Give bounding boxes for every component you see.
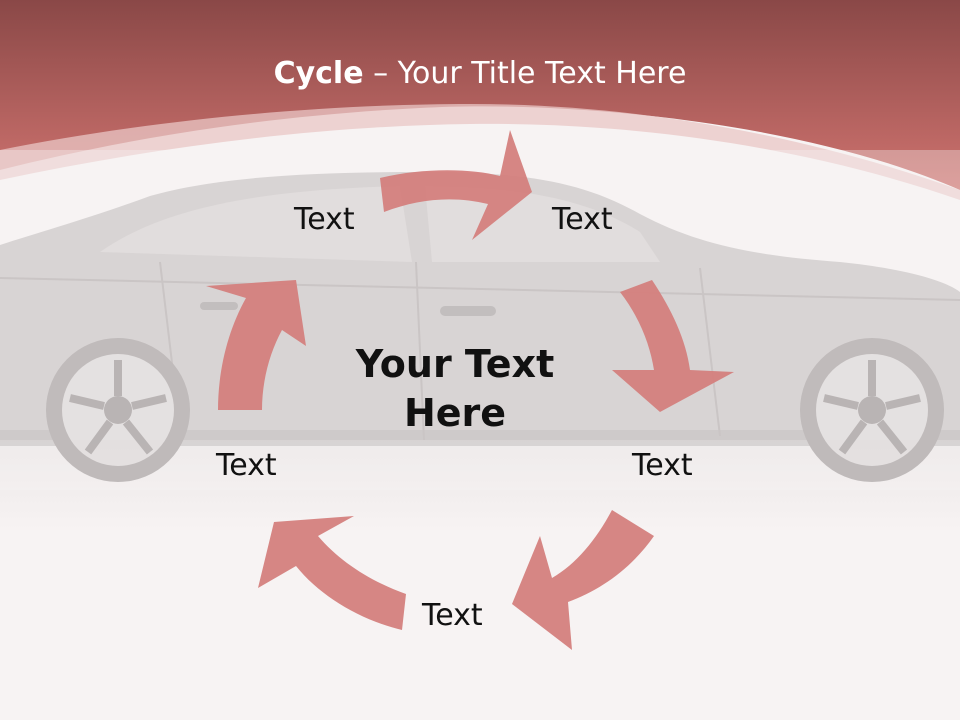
cycle-label-right: Text <box>632 448 693 483</box>
cycle-label-top-left: Text <box>294 202 355 237</box>
header-band <box>0 0 960 190</box>
center-line-2: Here <box>403 390 507 435</box>
center-line-1: Your Text <box>355 342 555 386</box>
title-bold: Cycle <box>273 56 364 91</box>
cycle-arrow <box>612 280 734 412</box>
cycle-arrow <box>258 516 406 630</box>
cycle-arrow <box>380 130 532 240</box>
slide-title: Cycle – Your Title Text Here <box>0 56 960 91</box>
cycle-label-bottom: Text <box>422 598 483 633</box>
cycle-arrow <box>512 510 654 650</box>
header-swoosh <box>0 104 960 200</box>
cycle-label-top-right: Text <box>552 202 613 237</box>
cycle-label-left: Text <box>216 448 277 483</box>
cycle-arrow <box>206 280 306 410</box>
title-rest: – Your Title Text Here <box>373 56 687 91</box>
center-text: Your Text Here <box>330 340 580 437</box>
